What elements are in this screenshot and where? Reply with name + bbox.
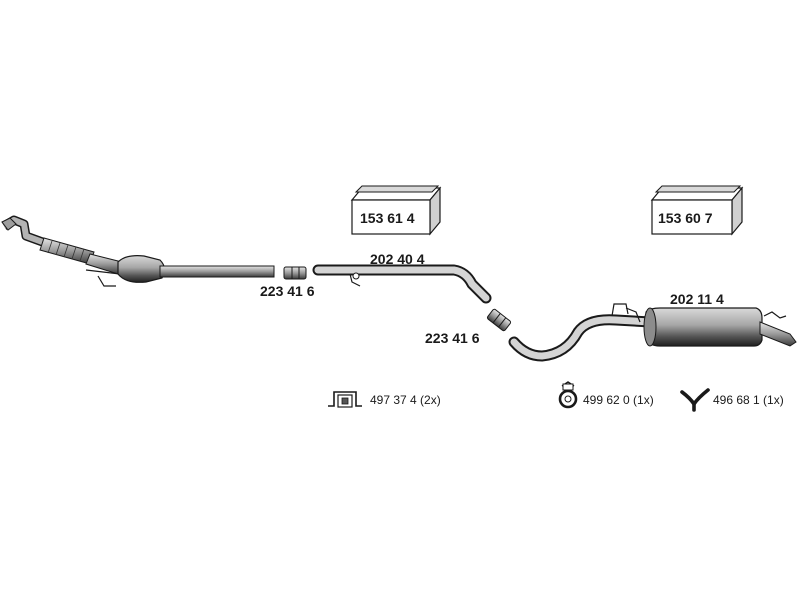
rubber-ring-icon bbox=[558, 381, 578, 409]
middle-pipe: 202 40 4 bbox=[312, 251, 492, 304]
mount-bracket-label: 497 37 4 (2x) bbox=[370, 393, 441, 407]
rubber-ring-label: 499 62 0 (1x) bbox=[583, 393, 654, 407]
hanger: 496 68 1 (1x) bbox=[680, 388, 784, 412]
middle-pipe-label: 202 40 4 bbox=[370, 251, 425, 267]
package-box-right: 153 60 7 bbox=[650, 185, 744, 236]
clamp-2: 223 41 6 bbox=[425, 308, 512, 346]
clamp-1: 223 41 6 bbox=[260, 266, 315, 299]
rear-silencer-label: 202 11 4 bbox=[670, 291, 724, 307]
mount-bracket: 497 37 4 (2x) bbox=[328, 391, 441, 408]
hanger-icon bbox=[680, 388, 710, 412]
hanger-label: 496 68 1 (1x) bbox=[713, 393, 784, 407]
clamp-1-label: 223 41 6 bbox=[260, 283, 315, 299]
package-box-left: 153 61 4 bbox=[350, 185, 442, 236]
rubber-ring: 499 62 0 (1x) bbox=[558, 381, 654, 409]
rear-silencer: 202 11 4 bbox=[508, 291, 797, 362]
front-pipe-catalytic-converter bbox=[1, 215, 275, 287]
clamp-2-label: 223 41 6 bbox=[425, 330, 480, 346]
box-right-label: 153 60 7 bbox=[658, 210, 713, 226]
box-left-label: 153 61 4 bbox=[360, 210, 415, 226]
bracket-icon bbox=[328, 391, 362, 408]
